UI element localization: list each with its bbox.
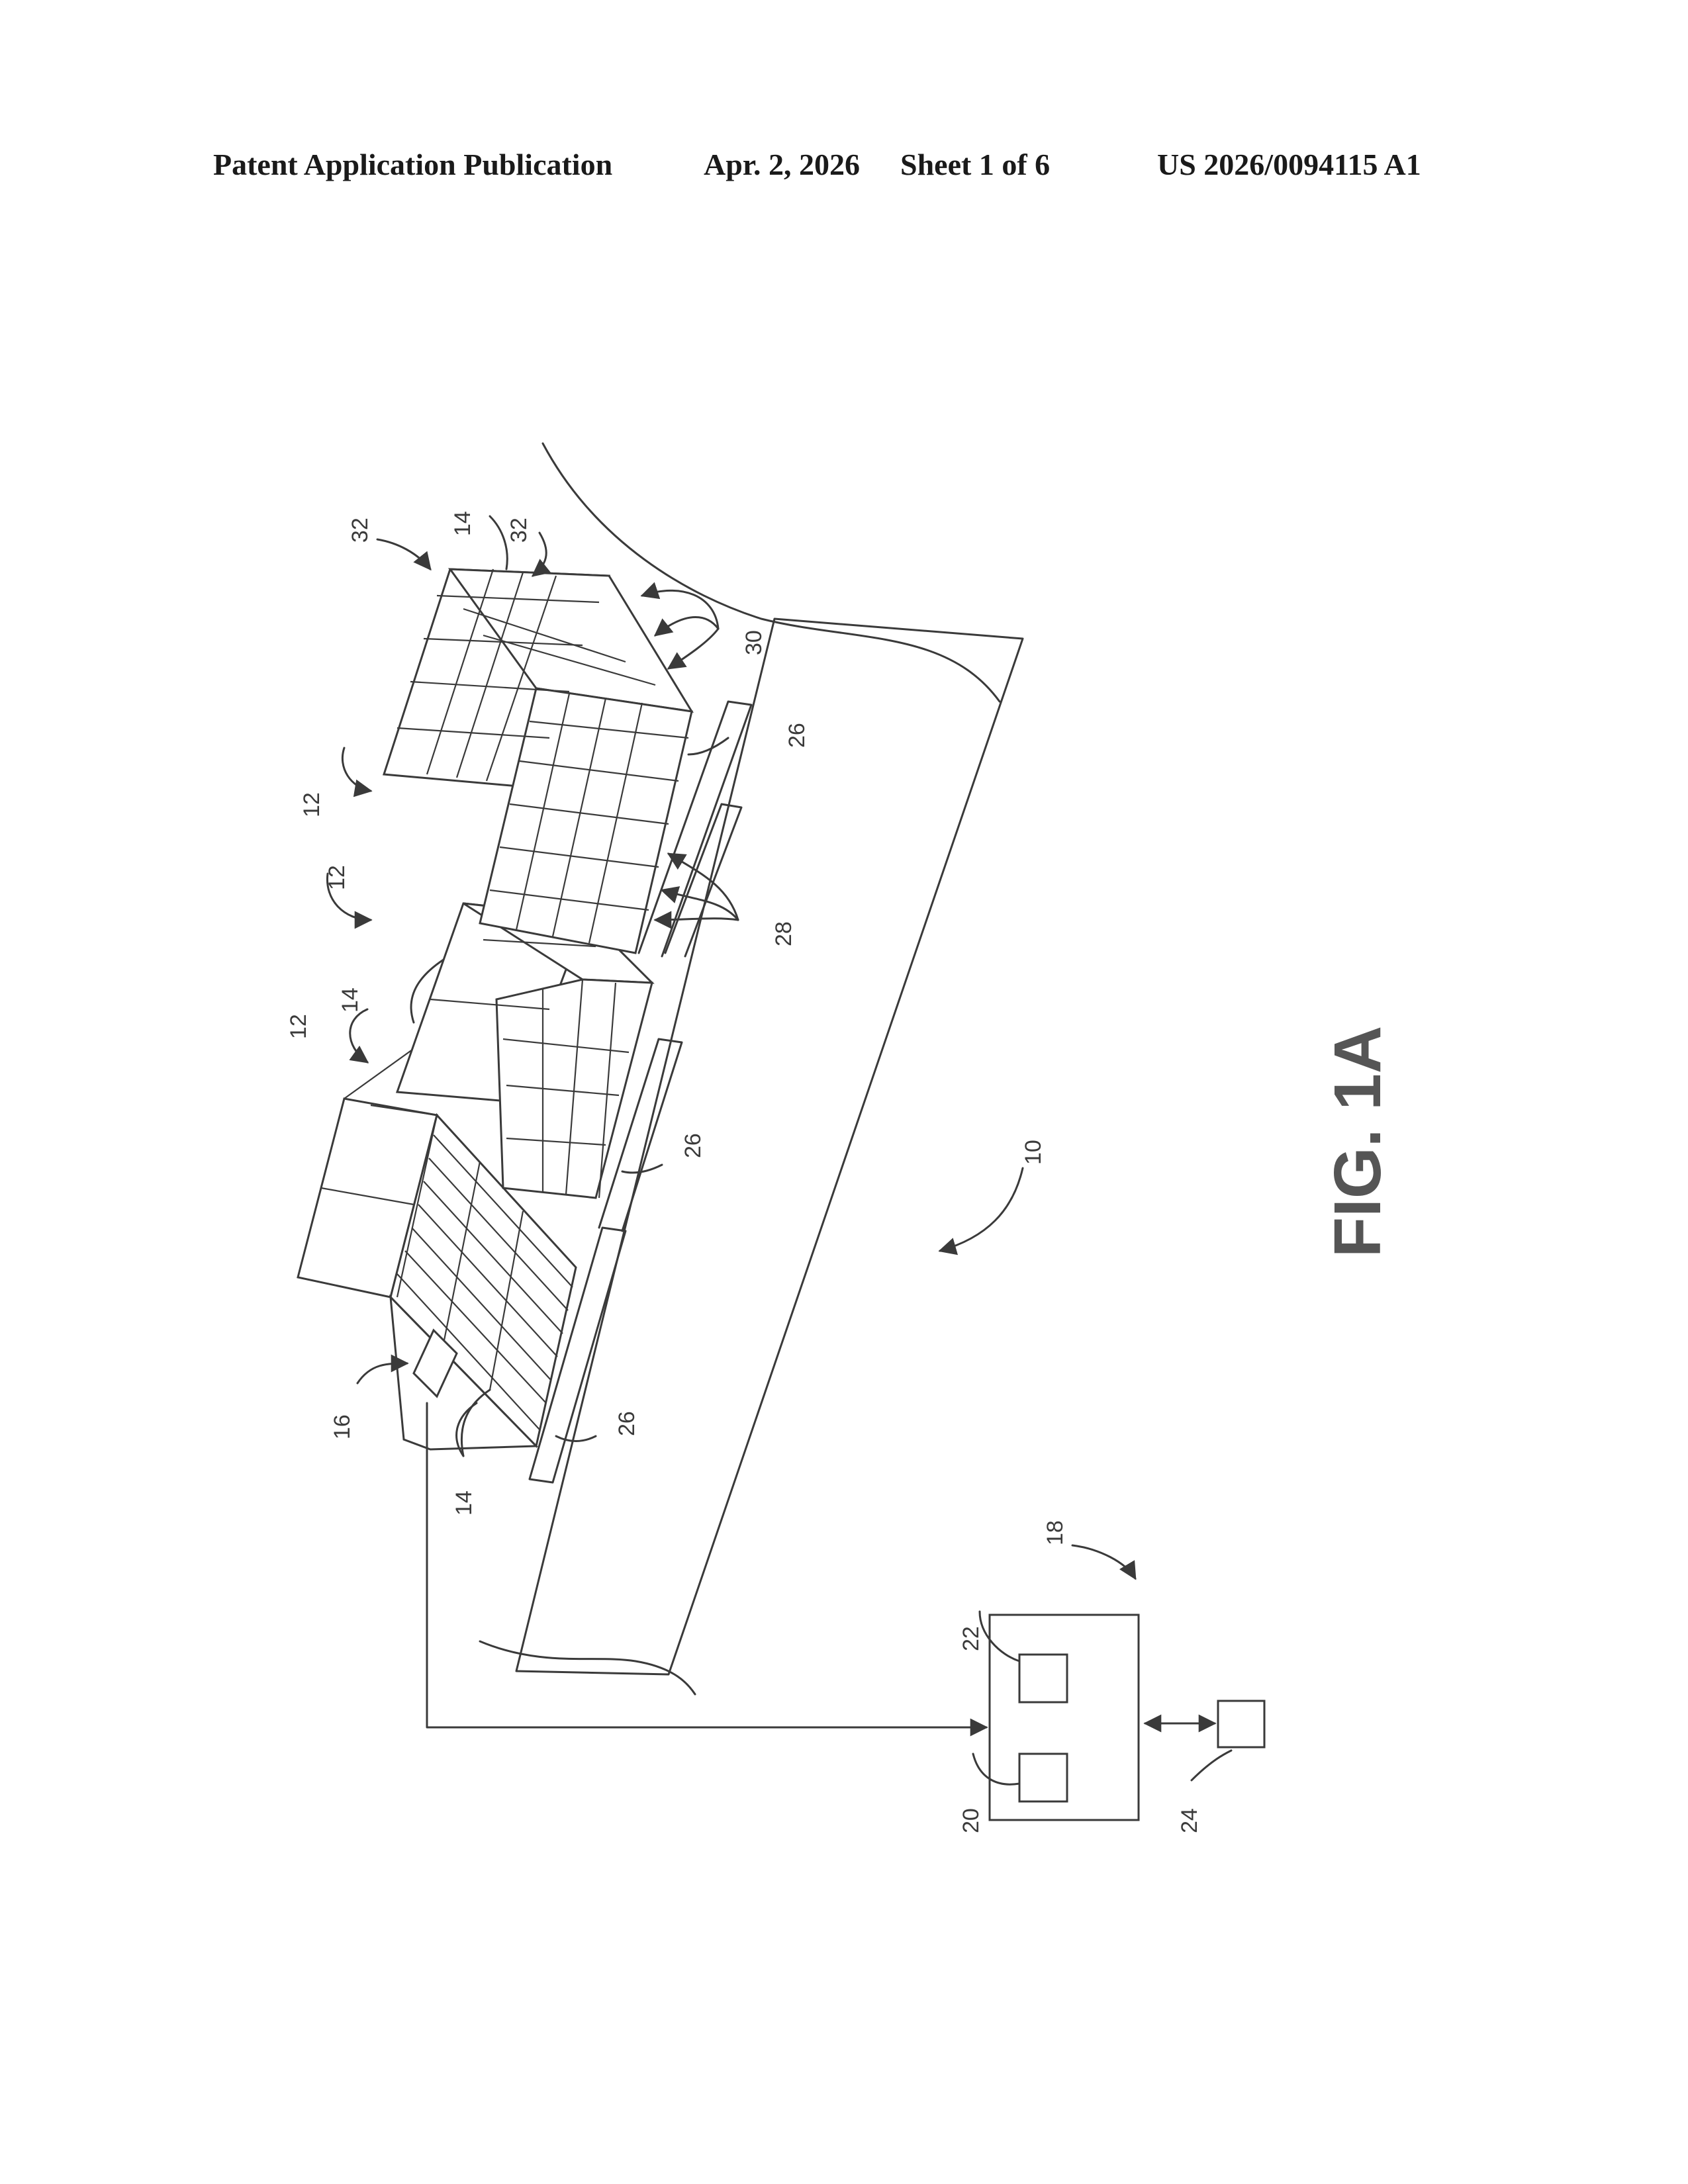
module-20 [1019,1754,1067,1801]
figure-caption: FIG. 1A [1321,1026,1395,1257]
ref-20: 20 [959,1808,984,1833]
ref-10: 10 [1021,1140,1046,1165]
ref-14-middle: 14 [338,987,363,1013]
ref-30: 30 [741,630,767,655]
ref-24: 24 [1177,1808,1202,1833]
ref-12-middle: 12 [324,865,350,890]
ref-18: 18 [1043,1520,1068,1545]
ref-12-left: 12 [286,1014,311,1039]
ref-26-middle: 26 [680,1133,706,1158]
ref-32-top: 32 [348,518,373,543]
ref-32-second: 32 [506,518,532,543]
ref-26-left: 26 [614,1411,639,1436]
ref-16: 16 [330,1414,355,1439]
ref-22: 22 [959,1626,984,1651]
stack-right [384,569,692,953]
ref-12-right: 12 [299,792,324,817]
ref-26-right: 26 [784,723,810,748]
controller-group [427,1403,1264,1820]
module-22 [1019,1655,1067,1702]
ref-14-top: 14 [450,511,475,536]
ref-28: 28 [771,921,796,946]
pallet-right-b [665,804,741,956]
remote-device-24 [1218,1701,1264,1747]
floor-break-bottom [480,1641,695,1694]
ref-14-left: 14 [451,1490,477,1516]
